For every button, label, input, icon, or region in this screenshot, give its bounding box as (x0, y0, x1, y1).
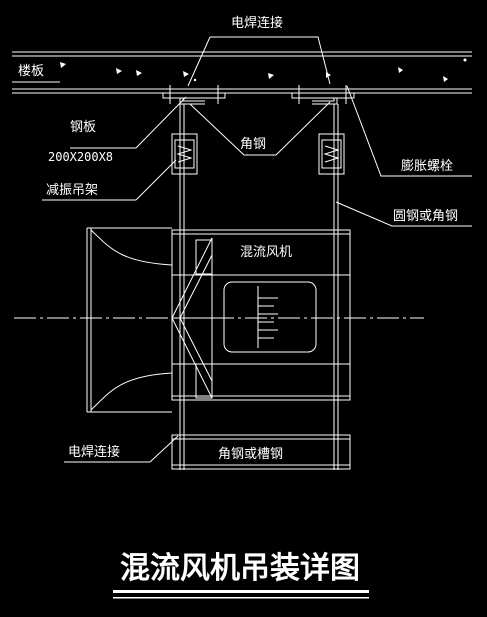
floor-slab (12, 51, 472, 94)
angle-steel-brackets (179, 98, 338, 105)
drawing-title: 混流风机吊装详图 (120, 551, 360, 586)
leader-lines (42, 36, 472, 463)
label-steel-plate-size: 200X200X8 (48, 150, 113, 164)
title-underline (113, 590, 369, 599)
steel-plates (162, 85, 355, 104)
label-weld-top: 电焊连接 (231, 15, 283, 31)
hanger-rods (179, 104, 339, 470)
bottom-support-beam (171, 434, 351, 470)
label-angle-or-channel-steel: 角钢或槽钢 (218, 447, 283, 462)
damping-hanger-right (318, 133, 345, 175)
concrete-aggregate-marks (60, 58, 467, 82)
label-angle-steel: 角钢 (240, 137, 266, 152)
inlet-cone (86, 227, 173, 413)
label-steel-plate: 钢板 (70, 120, 96, 135)
label-expansion-bolt: 膨胀螺栓 (401, 159, 453, 174)
label-weld-bottom: 电焊连接 (68, 444, 120, 460)
motor (223, 281, 317, 353)
label-round-or-angle-steel: 圆钢或角钢 (393, 209, 458, 224)
label-floor-slab: 楼板 (18, 64, 44, 79)
damping-hanger-left (171, 133, 198, 175)
label-mixed-flow-fan: 混流风机 (240, 245, 292, 260)
label-damping-hanger: 减振吊架 (46, 183, 98, 198)
